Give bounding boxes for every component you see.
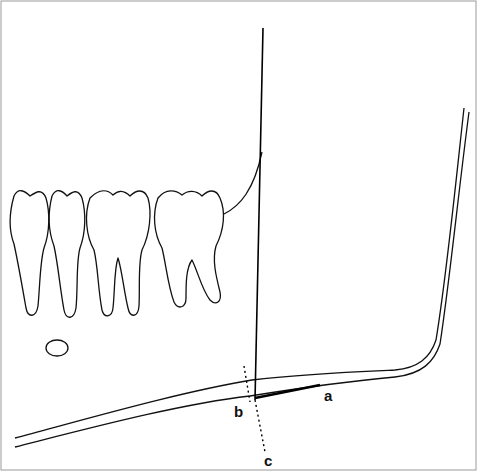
- molar-tooth: [87, 191, 150, 316]
- tangent-segment: [255, 385, 320, 398]
- ramus-border: [224, 152, 262, 214]
- mandibular-border: [15, 108, 464, 438]
- part-label: c: [264, 453, 272, 468]
- mandibular-border: [15, 112, 469, 447]
- molar-tooth: [155, 191, 224, 307]
- part-label: a: [324, 388, 332, 403]
- part-label: b: [234, 404, 243, 419]
- premolar-tooth: [10, 191, 49, 316]
- reference-line: [255, 28, 263, 400]
- premolar-tooth: [49, 191, 85, 318]
- dotted-line: [255, 400, 265, 452]
- dotted-line: [244, 366, 250, 402]
- mental-foramen: [46, 340, 68, 356]
